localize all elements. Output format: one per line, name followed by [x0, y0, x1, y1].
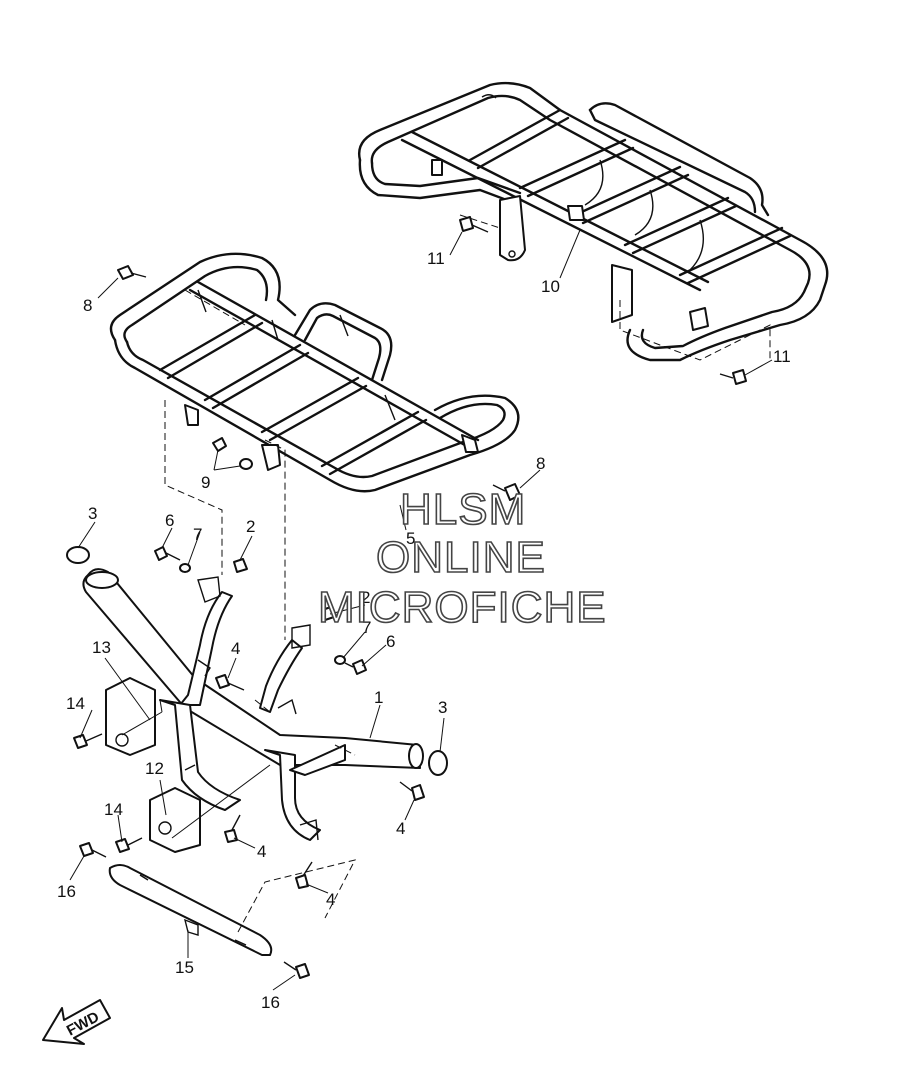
callout-6: 6 [165, 511, 174, 530]
bolt-icon [115, 837, 143, 853]
callout-14: 14 [104, 800, 123, 819]
callout-2: 2 [246, 517, 255, 536]
callout-4: 4 [326, 890, 335, 909]
bolt-icon [719, 369, 747, 385]
nut-icon [321, 606, 335, 621]
watermark: HLSM ONLINE MICROFICHE [317, 484, 607, 633]
callout-3: 3 [88, 504, 97, 523]
watermark-line-3: MICROFICHE [318, 583, 607, 632]
callout-2: 2 [361, 588, 370, 607]
bolt-icon [215, 674, 245, 691]
bolt-icon [117, 265, 147, 280]
callout-7: 7 [362, 618, 371, 637]
watermark-line-2: ONLINE [376, 533, 546, 582]
nut-icon [233, 558, 248, 573]
bolt-icon [459, 216, 489, 233]
bolt-icon [399, 781, 425, 801]
callout-10: 10 [541, 277, 560, 296]
bolt-icon [283, 961, 310, 979]
callout-6: 6 [386, 632, 395, 651]
cap-icon [66, 546, 90, 564]
front-carrier [109, 252, 520, 493]
callout-numbers: 1 2 2 3 3 4 4 4 4 4 5 6 6 7 7 8 8 9 10 1… [57, 249, 791, 1012]
fasteners [66, 216, 747, 979]
guard-15 [108, 864, 273, 956]
bolt-icon [492, 483, 521, 501]
callout-11: 11 [427, 249, 445, 268]
washer-icon [239, 458, 253, 470]
bolt-icon [154, 546, 181, 561]
washer-icon [179, 563, 191, 573]
rear-carrier [358, 81, 829, 362]
callout-14: 14 [66, 694, 85, 713]
bolt-icon [224, 814, 241, 843]
callout-4: 4 [396, 819, 405, 838]
bracket-13 [105, 677, 156, 756]
bolt-icon [73, 733, 103, 749]
callout-13: 13 [92, 638, 111, 657]
watermark-line-1: HLSM [400, 485, 526, 534]
bolt-icon [344, 659, 367, 675]
callout-11: 11 [773, 347, 791, 366]
nut-icon [212, 437, 227, 452]
bracket-12 [149, 787, 201, 853]
front-frame [82, 568, 424, 841]
callout-8: 8 [83, 296, 92, 315]
bolt-icon [79, 842, 107, 858]
leader-lines [69, 214, 773, 991]
callout-7: 7 [193, 525, 202, 544]
washer-icon [334, 655, 346, 665]
callout-8: 8 [536, 454, 545, 473]
bolt-icon [295, 861, 313, 889]
callout-16: 16 [261, 993, 280, 1012]
callout-12: 12 [145, 759, 164, 778]
callout-4: 4 [257, 842, 266, 861]
callout-3: 3 [438, 698, 447, 717]
callout-5: 5 [406, 529, 415, 548]
callout-15: 15 [175, 958, 194, 977]
callout-16: 16 [57, 882, 76, 901]
callout-9: 9 [201, 473, 210, 492]
arrow-down-left-icon: FWD [42, 999, 111, 1045]
callout-4: 4 [231, 639, 240, 658]
cap-icon [428, 750, 448, 776]
callout-1: 1 [374, 688, 383, 707]
